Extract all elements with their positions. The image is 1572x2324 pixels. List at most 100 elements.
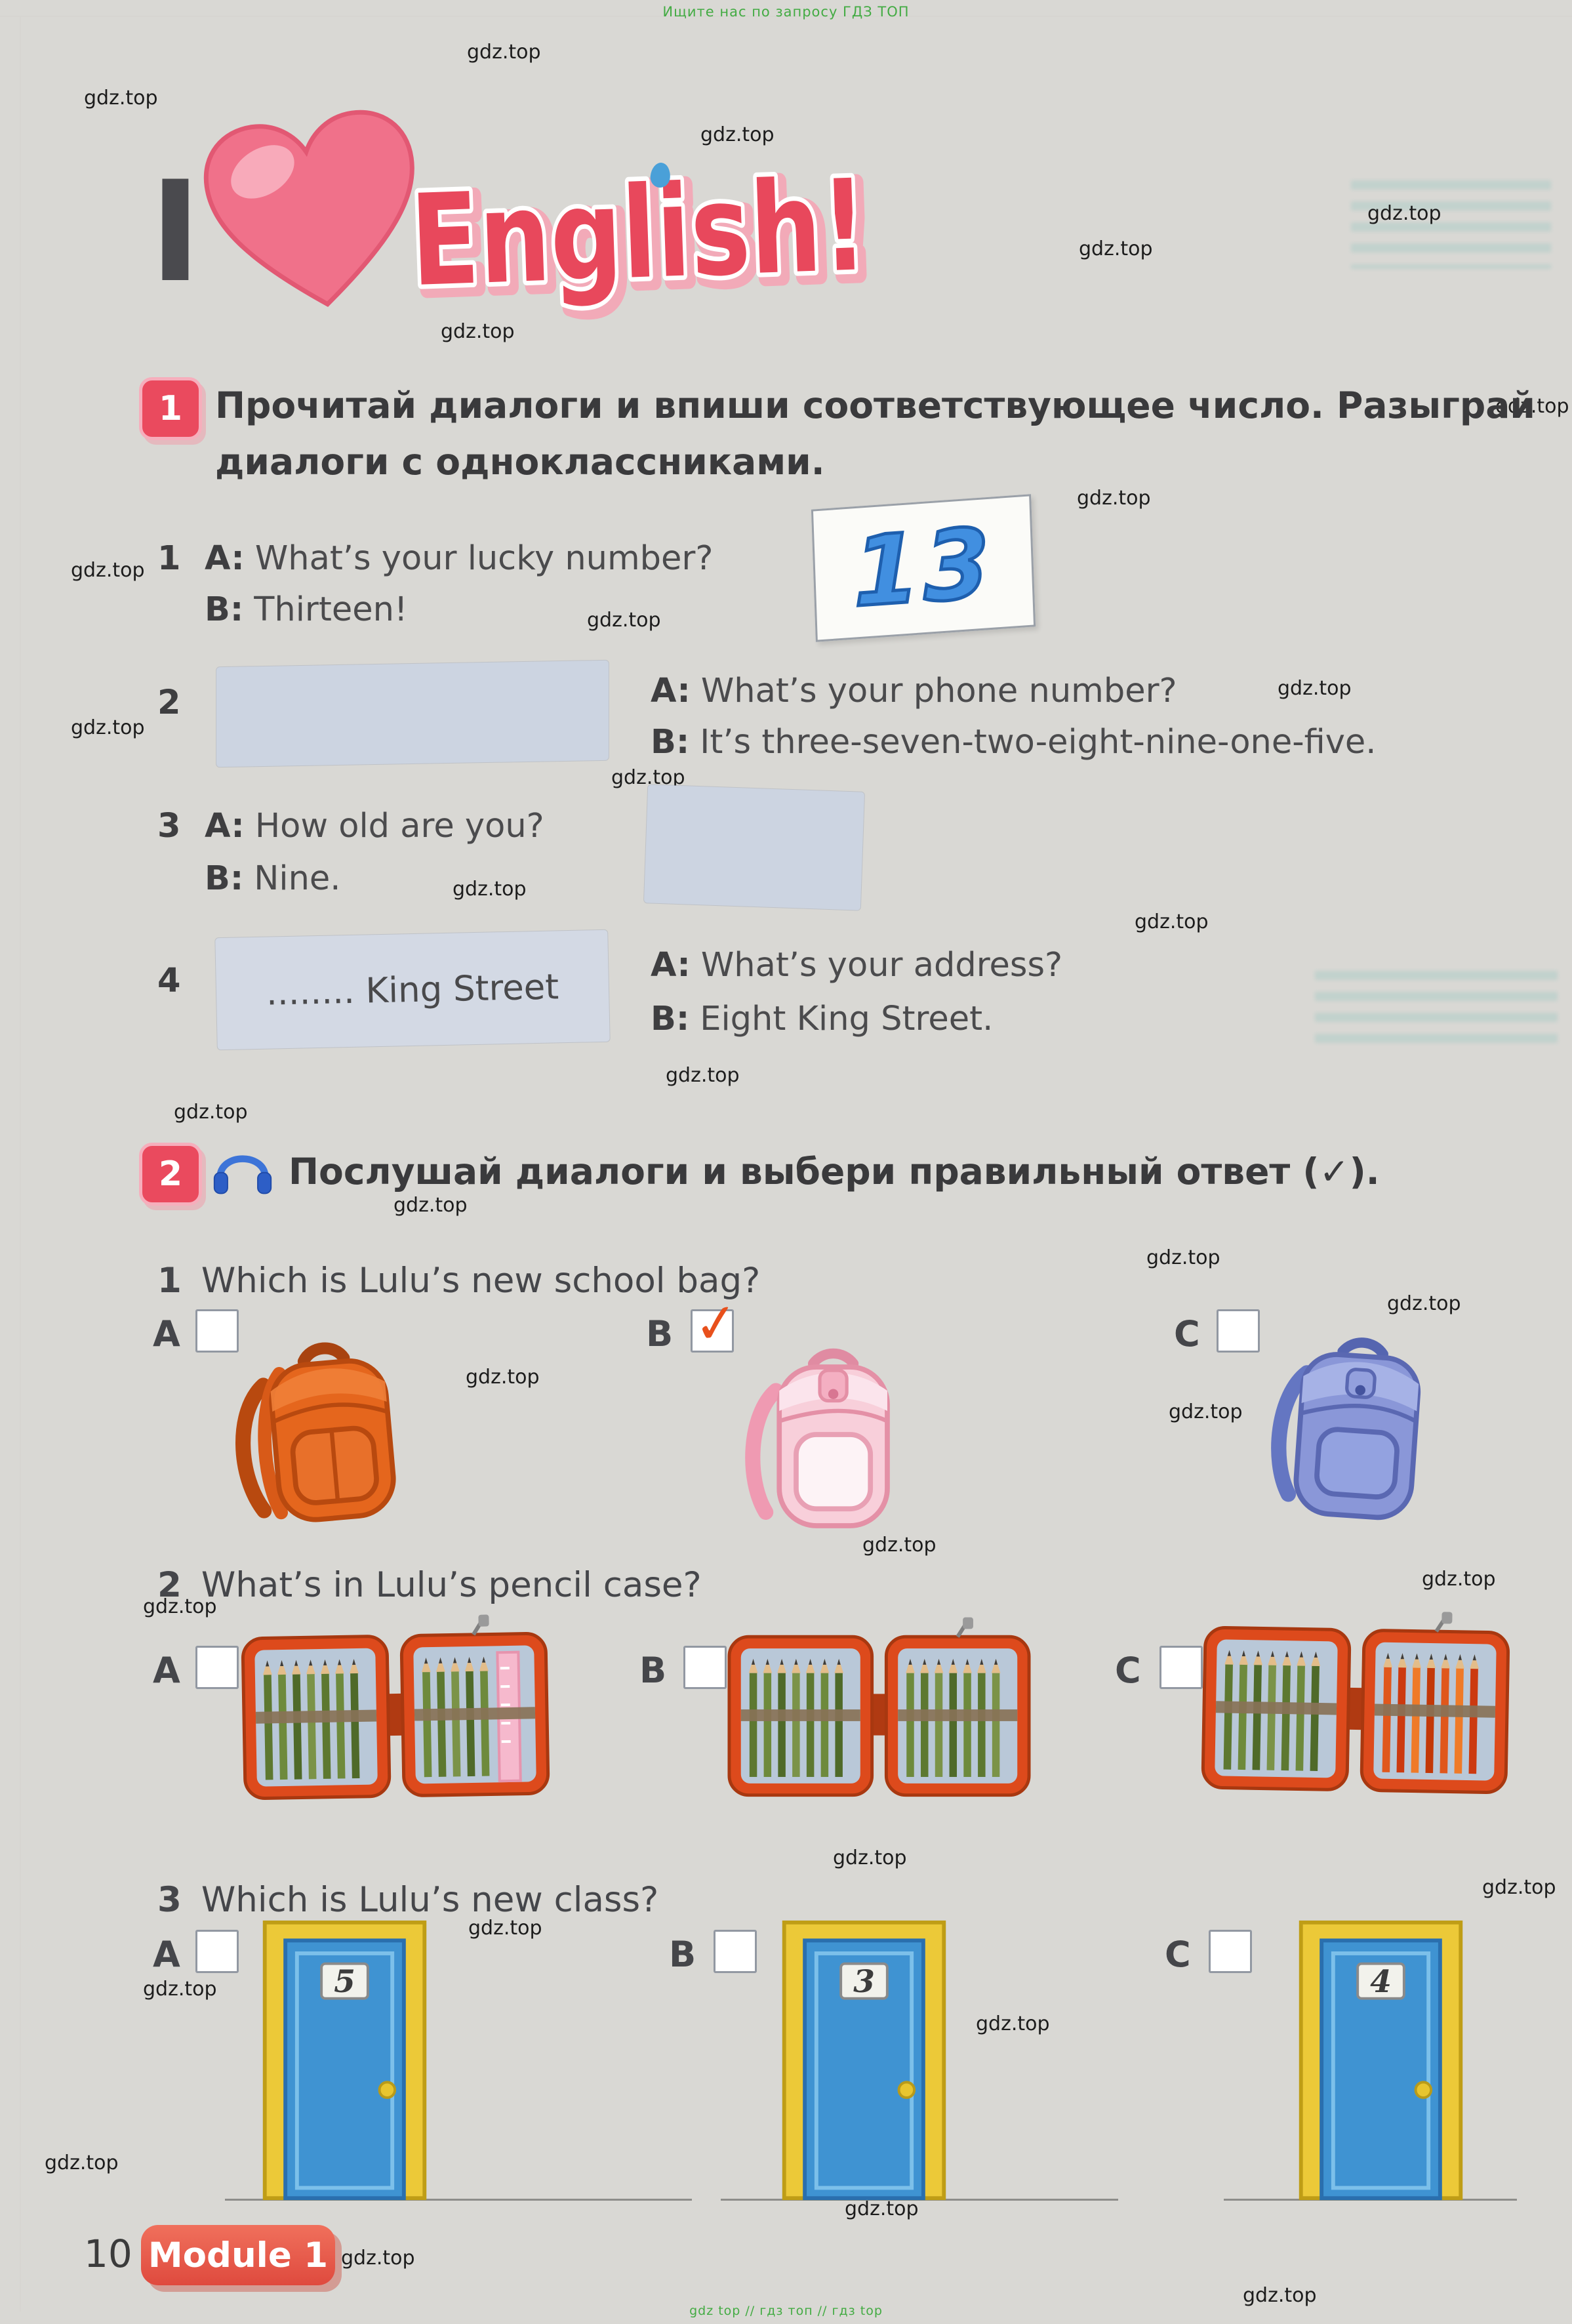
number-card-13-value: 13 (849, 506, 998, 630)
q3-option-b-label: B (669, 1934, 696, 1975)
answer-box-dialog3[interactable] (643, 785, 865, 910)
watermark-text: gdz.top (976, 2012, 1050, 2035)
watermark-text: gdz.top (468, 1917, 542, 1940)
pencil-case-a-image (241, 1614, 550, 1800)
watermark-text: gdz.top (174, 1101, 248, 1124)
watermark-text: gdz.top (845, 2197, 919, 2220)
dialog1-number: 1 (157, 539, 181, 578)
answer-checkbox-q1-a[interactable] (195, 1309, 239, 1353)
exercise1-number-badge: 1 (139, 377, 202, 440)
watermark-text: gdz.top (341, 2247, 415, 2270)
answer-checkbox-q3-c[interactable] (1209, 1930, 1252, 1973)
answer-checkbox-q3-a[interactable] (195, 1930, 239, 1973)
speaker-b-label: B: (205, 590, 244, 629)
page-edge-top (0, 16, 1572, 17)
dialog2-b-text: It’s three-seven-two-eight-nine-one-five… (700, 723, 1377, 762)
q1-option-c-label: C (1174, 1313, 1200, 1355)
watermark-text: gdz.top (1482, 1876, 1556, 1899)
door-number: 5 (334, 1964, 355, 2000)
module-badge: Module 1 (141, 2225, 335, 2285)
answer-box-dialog4[interactable]: ........ King Street (215, 929, 610, 1050)
answer-checkbox-q2-b[interactable] (683, 1646, 727, 1689)
dialog1-line-b: B: Thirteen! (205, 590, 407, 629)
page-bleed-artifact (1315, 971, 1558, 1050)
backpack-orange-image (235, 1342, 396, 1522)
q2-option-c-label: C (1115, 1650, 1141, 1691)
watermark-text: gdz.top (666, 1064, 740, 1087)
page-edge-left (20, 16, 21, 2312)
door-number: 3 (853, 1964, 875, 2000)
dialog4-a-text: What’s your address? (700, 946, 1063, 985)
dialog3-number: 3 (157, 807, 181, 846)
speaker-b-label: B: (205, 859, 244, 898)
heart-icon (203, 110, 414, 307)
watermark-text: gdz.top (833, 1846, 907, 1869)
dialog3-a-text: How old are you? (254, 807, 544, 846)
door-4-image: 4 (1299, 1920, 1463, 2201)
q2-option-b-label: B (639, 1650, 667, 1691)
top-note: Ищите нас по запросу ГДЗ ТОП (662, 4, 910, 20)
pencil-case-c-image (1201, 1612, 1510, 1794)
dialog2-line-a: A:What’s your phone number? (651, 672, 1177, 710)
page-bleed-artifact (1351, 180, 1551, 269)
dialog1-b-text: Thirteen! (254, 590, 408, 629)
question2: 2 What’s in Lulu’s pencil case? (157, 1565, 702, 1605)
answer-box-dialog2[interactable] (216, 660, 609, 767)
title-english: English! English! (403, 148, 883, 329)
king-street-text: ........ King Street (266, 966, 559, 1013)
answer-checkbox-q2-a[interactable] (195, 1646, 239, 1689)
question2-text: What’s in Lulu’s pencil case? (201, 1565, 702, 1605)
q1-option-b-label: B (646, 1313, 674, 1355)
answer-checkbox-q1-c[interactable] (1217, 1309, 1260, 1353)
number-card-13: 13 (811, 494, 1036, 642)
dialog1-line-a: A:What’s your lucky number? (205, 539, 713, 578)
pencil-case-b-image (727, 1617, 1031, 1797)
watermark-text: gdz.top (1243, 2284, 1317, 2307)
speaker-b-label: B: (651, 1000, 690, 1038)
speaker-a-label: A: (205, 539, 245, 578)
watermark-text: gdz.top (453, 878, 527, 901)
dialog2-number: 2 (157, 683, 181, 722)
watermark-text: gdz.top (393, 1194, 468, 1217)
watermark-text: gdz.top (71, 716, 145, 739)
watermark-text: gdz.top (1367, 202, 1441, 225)
dialog4-line-a: A:What’s your address? (651, 946, 1062, 985)
question1-text: Which is Lulu’s new school bag? (201, 1261, 761, 1301)
answer-checkbox-q3-b[interactable] (714, 1930, 757, 1973)
exercise2-instruction: Послушай диалоги и выбери правильный отв… (289, 1151, 1380, 1193)
watermark-text: gdz.top (71, 559, 145, 582)
watermark-text: gdz.top (467, 41, 541, 64)
title-letter-i: I (150, 151, 201, 313)
dialog1-a-text: What’s your lucky number? (254, 539, 714, 578)
answer-checkbox-q2-c[interactable] (1159, 1646, 1203, 1689)
speaker-a-label: A: (651, 946, 691, 985)
dialog3-line-b: B:Nine. (205, 859, 341, 898)
watermark-text: gdz.top (1077, 487, 1151, 510)
dialog2-line-b: B:It’s three-seven-two-eight-nine-one-fi… (651, 723, 1377, 762)
exercise1-instruction-line2: диалоги с одноклассниками. (215, 441, 825, 483)
dialog4-line-b: B:Eight King Street. (651, 1000, 993, 1038)
watermark-text: gdz.top (143, 1595, 217, 1618)
watermark-text: gdz.top (1422, 1568, 1496, 1591)
watermark-text: gdz.top (45, 2151, 119, 2174)
speaker-a-label: A: (651, 672, 691, 710)
watermark-text: gdz.top (1387, 1292, 1461, 1315)
q3-option-c-label: C (1165, 1934, 1191, 1975)
dialog4-number: 4 (157, 962, 181, 1000)
exercise1-instruction-line1: Прочитай диалоги и впиши соответствующее… (215, 384, 1535, 426)
page-number: 10 (84, 2232, 132, 2276)
backpack-pink-image (745, 1348, 890, 1528)
dialog3-line-a: A:How old are you? (205, 807, 544, 846)
watermark-text: gdz.top (1079, 237, 1153, 260)
watermark-text: gdz.top (1495, 395, 1569, 418)
answer-checkbox-q1-b[interactable] (691, 1309, 734, 1353)
title-word-shadow: English! (414, 158, 875, 320)
q1-option-a-label: A (153, 1313, 180, 1355)
watermark-text: gdz.top (862, 1534, 937, 1557)
bottom-note: gdz top // гдз топ // гдз top (689, 2304, 883, 2318)
question2-number: 2 (157, 1565, 182, 1605)
floor-line (225, 2199, 692, 2201)
door-3-image: 3 (782, 1920, 946, 2201)
